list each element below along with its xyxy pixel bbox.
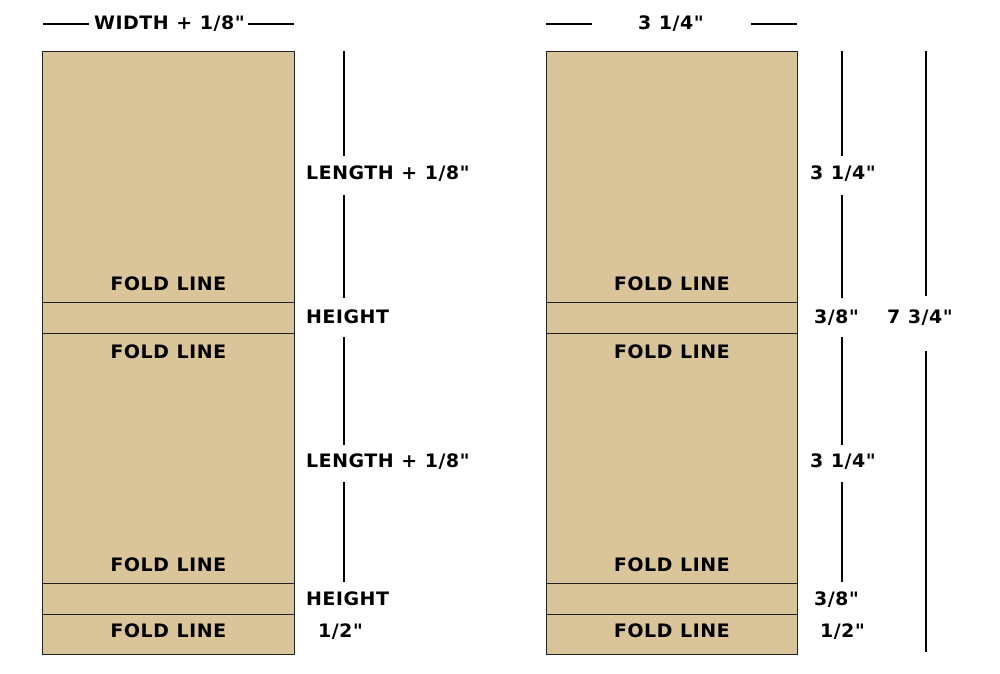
- left-fold-label-1: FOLD LINE: [110, 273, 227, 295]
- left-fold-line-4: [43, 614, 294, 616]
- right-total-rule-top: [925, 51, 927, 296]
- right-box-blank: FOLD LINE FOLD LINE FOLD LINE FOLD LINE: [546, 51, 798, 655]
- left-width-rule-left: [43, 23, 89, 25]
- right-fold-line-4: [547, 614, 797, 616]
- right-total-label: 7 3/4": [887, 306, 954, 328]
- right-fold-line-3: [547, 583, 797, 585]
- right-fold-label-4: FOLD LINE: [613, 620, 731, 642]
- left-fold-line-2: [43, 333, 294, 335]
- left-dim-rule-2: [343, 195, 345, 298]
- left-tab-label: 1/2": [318, 620, 364, 642]
- right-fold-label-1: FOLD LINE: [613, 273, 731, 295]
- left-fold-line-1: [43, 302, 294, 304]
- left-width-label: WIDTH + 1/8": [94, 12, 246, 34]
- left-height-label-1: HEIGHT: [306, 306, 390, 328]
- right-fold-line-1: [547, 302, 797, 304]
- right-fold-label-2: FOLD LINE: [613, 341, 731, 363]
- left-fold-label-3: FOLD LINE: [110, 554, 227, 576]
- left-dim-rule-3: [343, 337, 345, 445]
- right-dim-rule-top: [841, 51, 843, 156]
- right-fold-label-3: FOLD LINE: [613, 554, 731, 576]
- left-width-rule-right: [248, 23, 294, 25]
- left-length-label-2: LENGTH + 1/8": [306, 450, 471, 472]
- right-dim-rule-3: [841, 337, 843, 445]
- right-height-label-2: 3/8": [814, 588, 860, 610]
- right-height-label-1: 3/8": [814, 306, 860, 328]
- left-fold-label-2: FOLD LINE: [110, 341, 227, 363]
- right-length-label-2: 3 1/4": [810, 450, 877, 472]
- right-dim-rule-4: [841, 482, 843, 582]
- left-fold-line-3: [43, 583, 294, 585]
- right-tab-label: 1/2": [820, 620, 866, 642]
- right-width-rule-right: [751, 23, 797, 25]
- right-dim-rule-2: [841, 195, 843, 298]
- left-length-label-1: LENGTH + 1/8": [306, 162, 471, 184]
- left-height-label-2: HEIGHT: [306, 588, 390, 610]
- right-total-rule-bottom: [925, 351, 927, 652]
- left-box-blank: FOLD LINE FOLD LINE FOLD LINE FOLD LINE: [42, 51, 295, 655]
- left-dim-rule-top: [343, 51, 345, 156]
- right-width-rule-left: [546, 23, 592, 25]
- right-length-label-1: 3 1/4": [810, 162, 877, 184]
- right-width-label: 3 1/4": [638, 12, 705, 34]
- right-fold-line-2: [547, 333, 797, 335]
- left-fold-label-4: FOLD LINE: [110, 620, 227, 642]
- left-dim-rule-4: [343, 482, 345, 582]
